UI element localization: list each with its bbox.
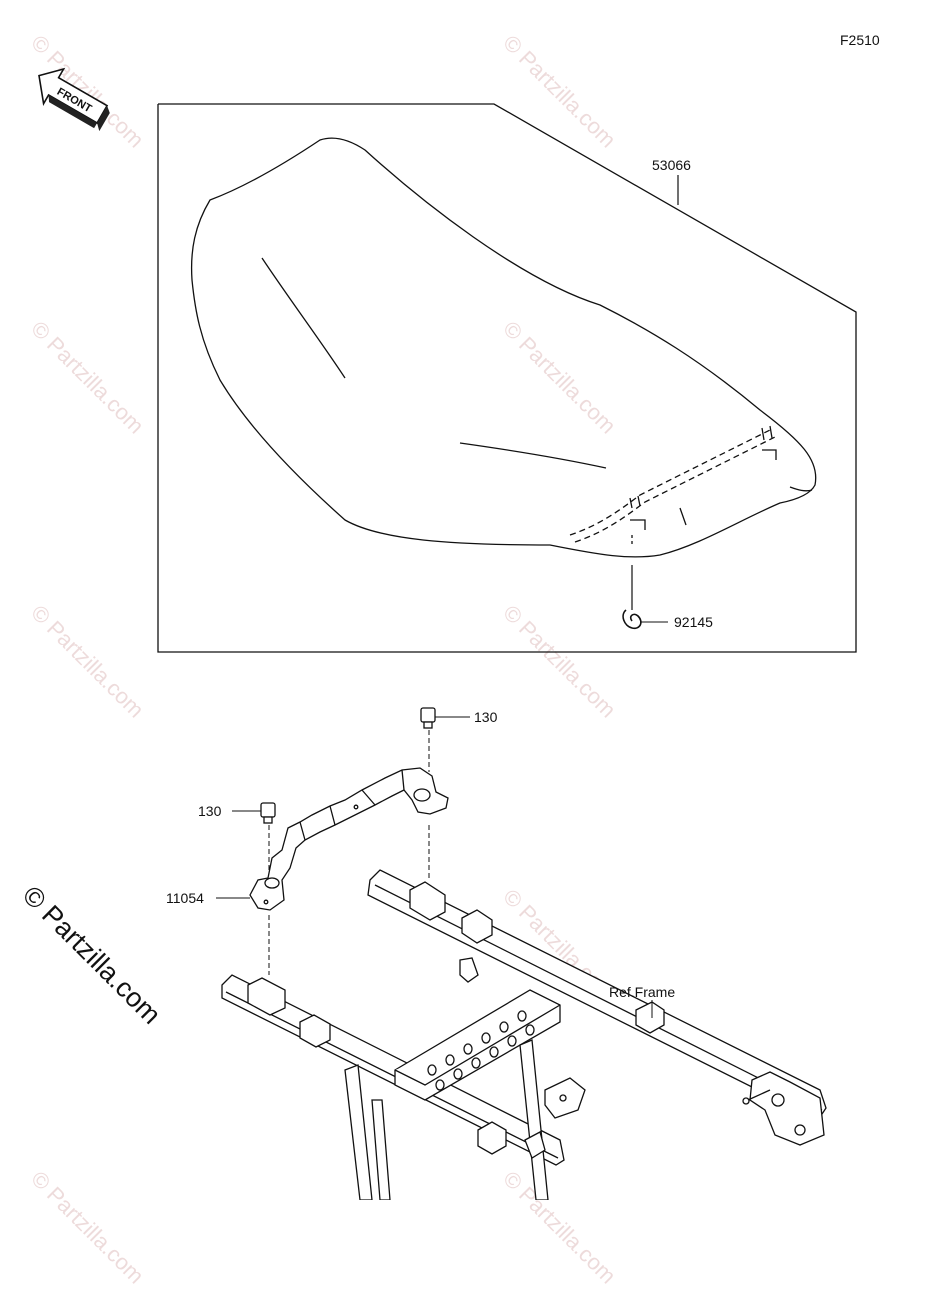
bolt-lower-part-number: 130 — [198, 803, 222, 819]
front-arrow-icon: FRONT — [38, 67, 110, 132]
seat-part-number: 53066 — [652, 157, 691, 173]
bracket-drawing — [249, 767, 449, 911]
figure-code: F2510 — [840, 32, 880, 48]
parts-diagram: F2510 FRONT 53066 92145 130 — [38, 32, 880, 1200]
frame-drawing — [221, 869, 827, 1200]
bracket-part-number: 11054 — [166, 890, 204, 906]
frame-ref-label: Ref.Frame — [609, 984, 675, 1000]
bolt-upper-icon — [420, 707, 436, 729]
seat-group-frame — [157, 103, 857, 653]
bolt-lower-icon — [260, 802, 276, 824]
seat-drawing — [190, 137, 817, 558]
clip-part-number: 92145 — [674, 614, 713, 630]
clip-icon — [622, 609, 642, 630]
bolt-upper-part-number: 130 — [474, 709, 498, 725]
